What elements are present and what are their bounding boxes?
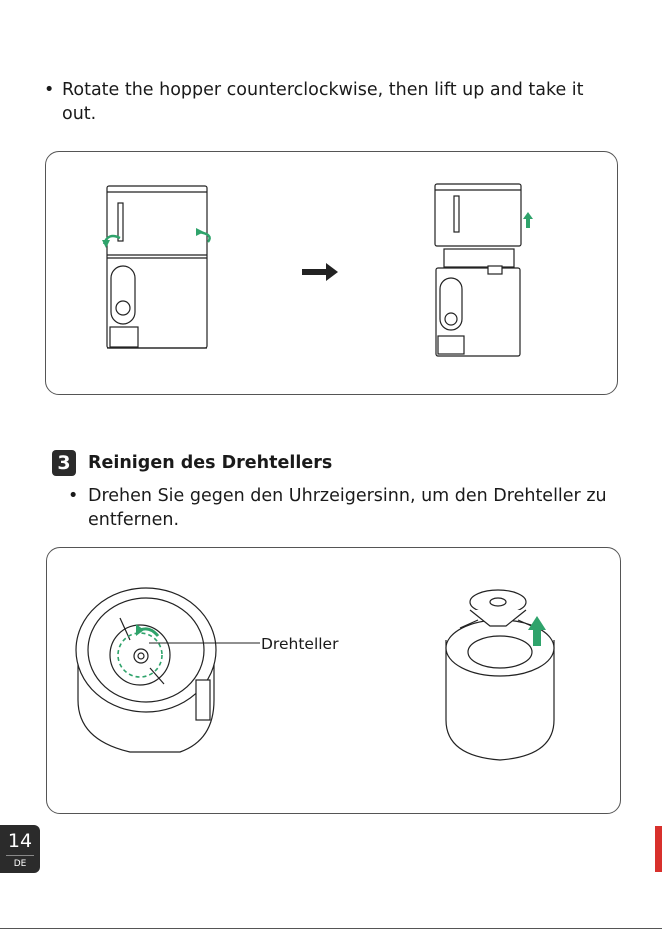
page-bottom-rule (0, 928, 662, 929)
language-code: DE (6, 855, 34, 870)
base-turntable-lifted-drawing (446, 590, 554, 760)
turntable-callout-label: Drehteller (261, 634, 338, 654)
page-number-tab: 14 DE (0, 825, 40, 873)
base-top-view-drawing (76, 588, 216, 752)
lift-arrow-large (533, 628, 541, 646)
page-number: 14 (0, 825, 40, 855)
edge-marker (655, 826, 662, 872)
